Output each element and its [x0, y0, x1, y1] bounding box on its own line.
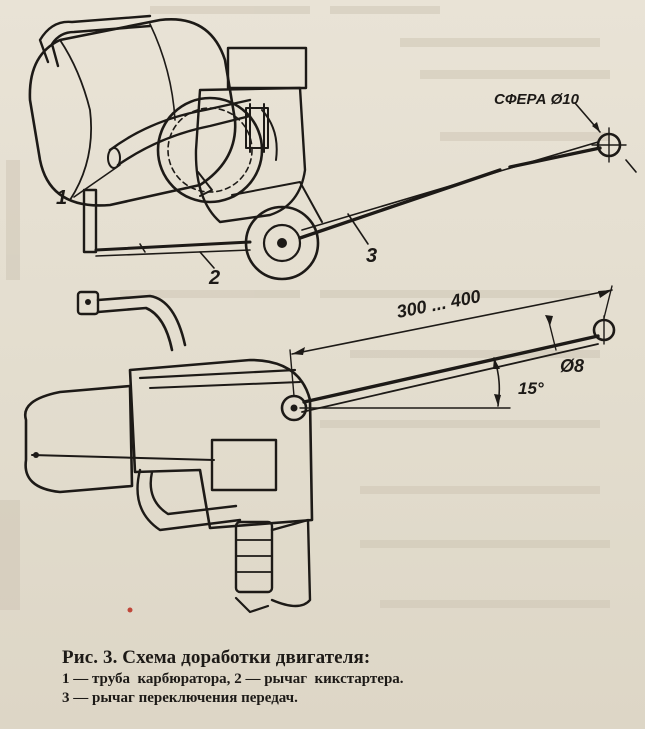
- legend-item-3: 3 — рычаг переключения передач.: [62, 690, 298, 706]
- print-artifact-dot: [127, 607, 133, 613]
- label-part-2: 2: [208, 267, 220, 289]
- carburettor-pipe: [38, 14, 252, 169]
- legend-item-2: 2 — рычаг кикстартера.: [234, 671, 404, 687]
- engine-block: [23, 358, 314, 614]
- label-part-1: 1: [56, 187, 67, 209]
- legend-item-1: 1 — труба карбюратора,: [62, 671, 231, 687]
- figure-caption: Рис. 3. Схема доработки двигателя: 1 — т…: [62, 646, 632, 708]
- label-part-3: 3: [366, 245, 377, 267]
- crankcase-housing: [156, 46, 308, 224]
- label-diameter: Ø8: [560, 356, 584, 376]
- kickstarter-lever: [82, 188, 252, 257]
- dimension-lines: [289, 285, 613, 409]
- caption-legend-line-2: 3 — рычаг переключения передач.: [62, 689, 632, 708]
- gear-shift-lever-top: [298, 102, 637, 240]
- kickstarter-hub: [231, 181, 323, 281]
- label-angle: 15°: [518, 379, 544, 398]
- leader-lines: [73, 164, 369, 269]
- bleed-through-text: [0, 6, 610, 610]
- caption-legend-line-1: 1 — труба карбюратора, 2 — рычаг кикстар…: [62, 670, 632, 689]
- label-sphere: СФЕРА Ø10: [494, 91, 580, 108]
- carburettor-body: [28, 18, 237, 207]
- caption-title: Рис. 3. Схема доработки двигателя:: [62, 647, 371, 668]
- shift-linkage: [76, 290, 187, 352]
